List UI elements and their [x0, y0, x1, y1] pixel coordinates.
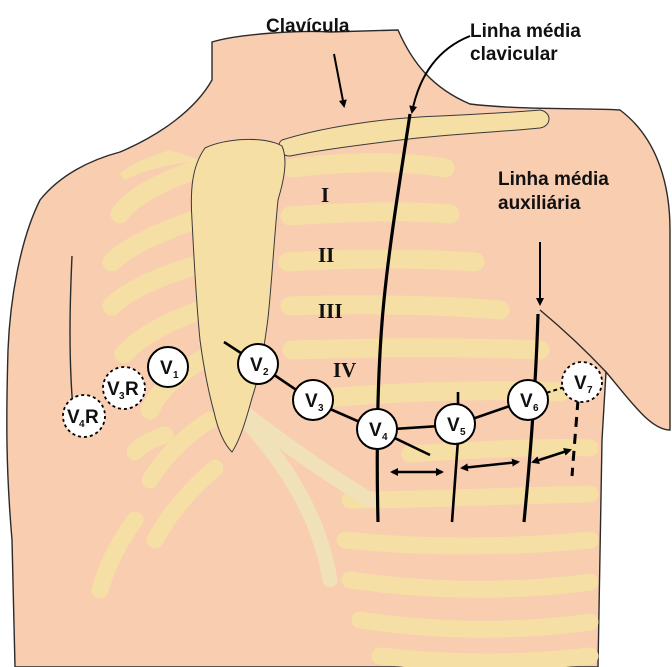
svg-text:2: 2: [263, 367, 269, 378]
linha-clavicular-label-line1: Linha média: [470, 21, 581, 42]
svg-text:5: 5: [460, 427, 466, 438]
linha-clavicular-label-line2: clavicular: [470, 44, 558, 65]
svg-text:V: V: [369, 420, 382, 441]
electrode-v2: V 2: [238, 344, 278, 384]
electrode-v4: V 4: [357, 409, 397, 449]
svg-text:7: 7: [587, 385, 593, 396]
linha-auxiliar-label-line2: auxiliária: [498, 193, 581, 214]
electrode-v3r: V 3 R: [103, 367, 145, 409]
electrode-v4r: V 4 R: [63, 395, 105, 437]
electrode-v1: V 1: [148, 347, 188, 387]
svg-text:R: R: [85, 407, 99, 428]
electrode-v5: V 5: [435, 404, 475, 444]
svg-text:6: 6: [533, 403, 539, 414]
rib-label-ii: II: [318, 243, 334, 267]
svg-text:3: 3: [318, 403, 324, 414]
svg-text:V: V: [574, 373, 587, 394]
rib-label-iii: III: [318, 299, 343, 323]
rib-label-iv: IV: [333, 358, 356, 382]
svg-text:R: R: [125, 379, 139, 400]
electrode-v6: V 6: [508, 380, 548, 420]
rib-label-i: I: [321, 183, 329, 207]
electrode-v3: V 3: [293, 380, 333, 420]
svg-text:V: V: [447, 415, 460, 436]
linha-auxiliar-label-line1: Linha média: [498, 169, 609, 190]
clavicula-label: Clavícula: [266, 16, 350, 37]
svg-text:V: V: [160, 358, 173, 379]
svg-text:1: 1: [173, 370, 179, 381]
svg-text:V: V: [520, 391, 533, 412]
svg-text:4: 4: [382, 432, 388, 443]
electrode-v7: V 7: [562, 362, 602, 402]
svg-text:V: V: [250, 355, 263, 376]
svg-text:V: V: [305, 391, 318, 412]
